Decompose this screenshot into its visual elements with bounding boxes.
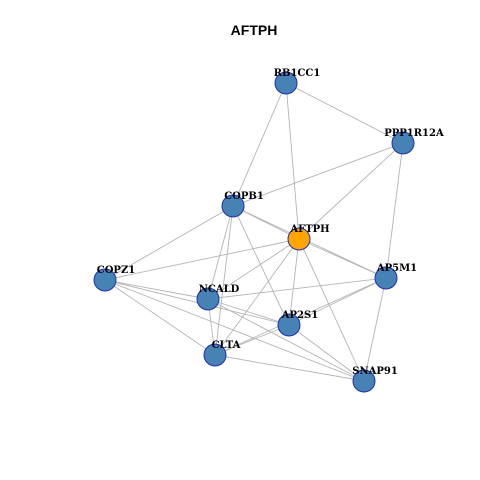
edge-aftph-ncald — [207, 238, 300, 300]
edge-rb1cc1-aftph — [285, 82, 300, 240]
edge-aftph-ap2s1 — [288, 238, 300, 326]
edge-rb1cc1-ppp1r12a — [285, 82, 404, 144]
node-ncald — [196, 287, 220, 311]
edge-copz1-clta — [104, 279, 216, 356]
node-label-rb1cc1: RB1CC1 — [274, 68, 321, 79]
node-copb1 — [221, 194, 245, 218]
node-ap5m1 — [374, 266, 398, 290]
node-rb1cc1 — [274, 71, 298, 95]
edge-ap5m1-snap91 — [363, 277, 387, 382]
edge-ppp1r12a-aftph — [298, 142, 404, 240]
node-snap91 — [352, 369, 376, 393]
edge-ap5m1-clta — [214, 277, 387, 356]
edge-rb1cc1-copb1 — [232, 82, 287, 207]
edge-copz1-ncald — [104, 279, 209, 300]
node-label-copb1: COPB1 — [224, 191, 264, 202]
node-label-copz1: COPZ1 — [97, 265, 135, 276]
edge-aftph-ap5m1 — [298, 238, 387, 279]
node-label-clta: CLTA — [212, 340, 241, 351]
edge-copb1-copz1 — [104, 205, 234, 281]
node-ap2s1 — [277, 313, 301, 337]
node-label-ap2s1: AP2S1 — [281, 310, 318, 321]
edge-copz1-ap2s1 — [104, 279, 290, 326]
edge-clta-snap91 — [214, 354, 365, 382]
node-label-ap5m1: AP5M1 — [376, 263, 417, 274]
node-label-snap91: SNAP91 — [352, 366, 398, 377]
edge-ncald-ap2s1 — [207, 298, 290, 326]
node-label-ppp1r12a: PPP1R12A — [384, 128, 444, 139]
edge-aftph-snap91 — [298, 238, 365, 382]
edge-copz1-snap91 — [104, 279, 365, 382]
edge-ap5m1-ncald — [207, 277, 387, 300]
edge-ppp1r12a-copb1 — [232, 142, 404, 207]
edge-ppp1r12a-ap5m1 — [385, 142, 404, 279]
edge-ap2s1-clta — [214, 324, 290, 356]
node-label-ncald: NCALD — [199, 284, 240, 295]
edge-copb1-ncald — [207, 205, 234, 300]
node-label-aftph: AFTPH — [289, 224, 329, 235]
edge-ap2s1-snap91 — [288, 324, 365, 382]
node-aftph — [287, 227, 311, 251]
edge-aftph-copz1 — [104, 238, 300, 281]
edge-layer — [104, 82, 404, 382]
edge-aftph-clta — [214, 238, 300, 356]
node-copz1 — [93, 268, 117, 292]
edge-copb1-ap2s1 — [232, 205, 290, 326]
edge-ncald-snap91 — [207, 298, 365, 382]
node-ppp1r12a — [391, 131, 415, 155]
node-layer — [93, 71, 415, 393]
edge-ap5m1-ap2s1 — [288, 277, 387, 326]
edge-copb1-clta — [214, 205, 234, 356]
diagram-title: AFTPH — [231, 22, 278, 38]
node-clta — [203, 343, 227, 367]
